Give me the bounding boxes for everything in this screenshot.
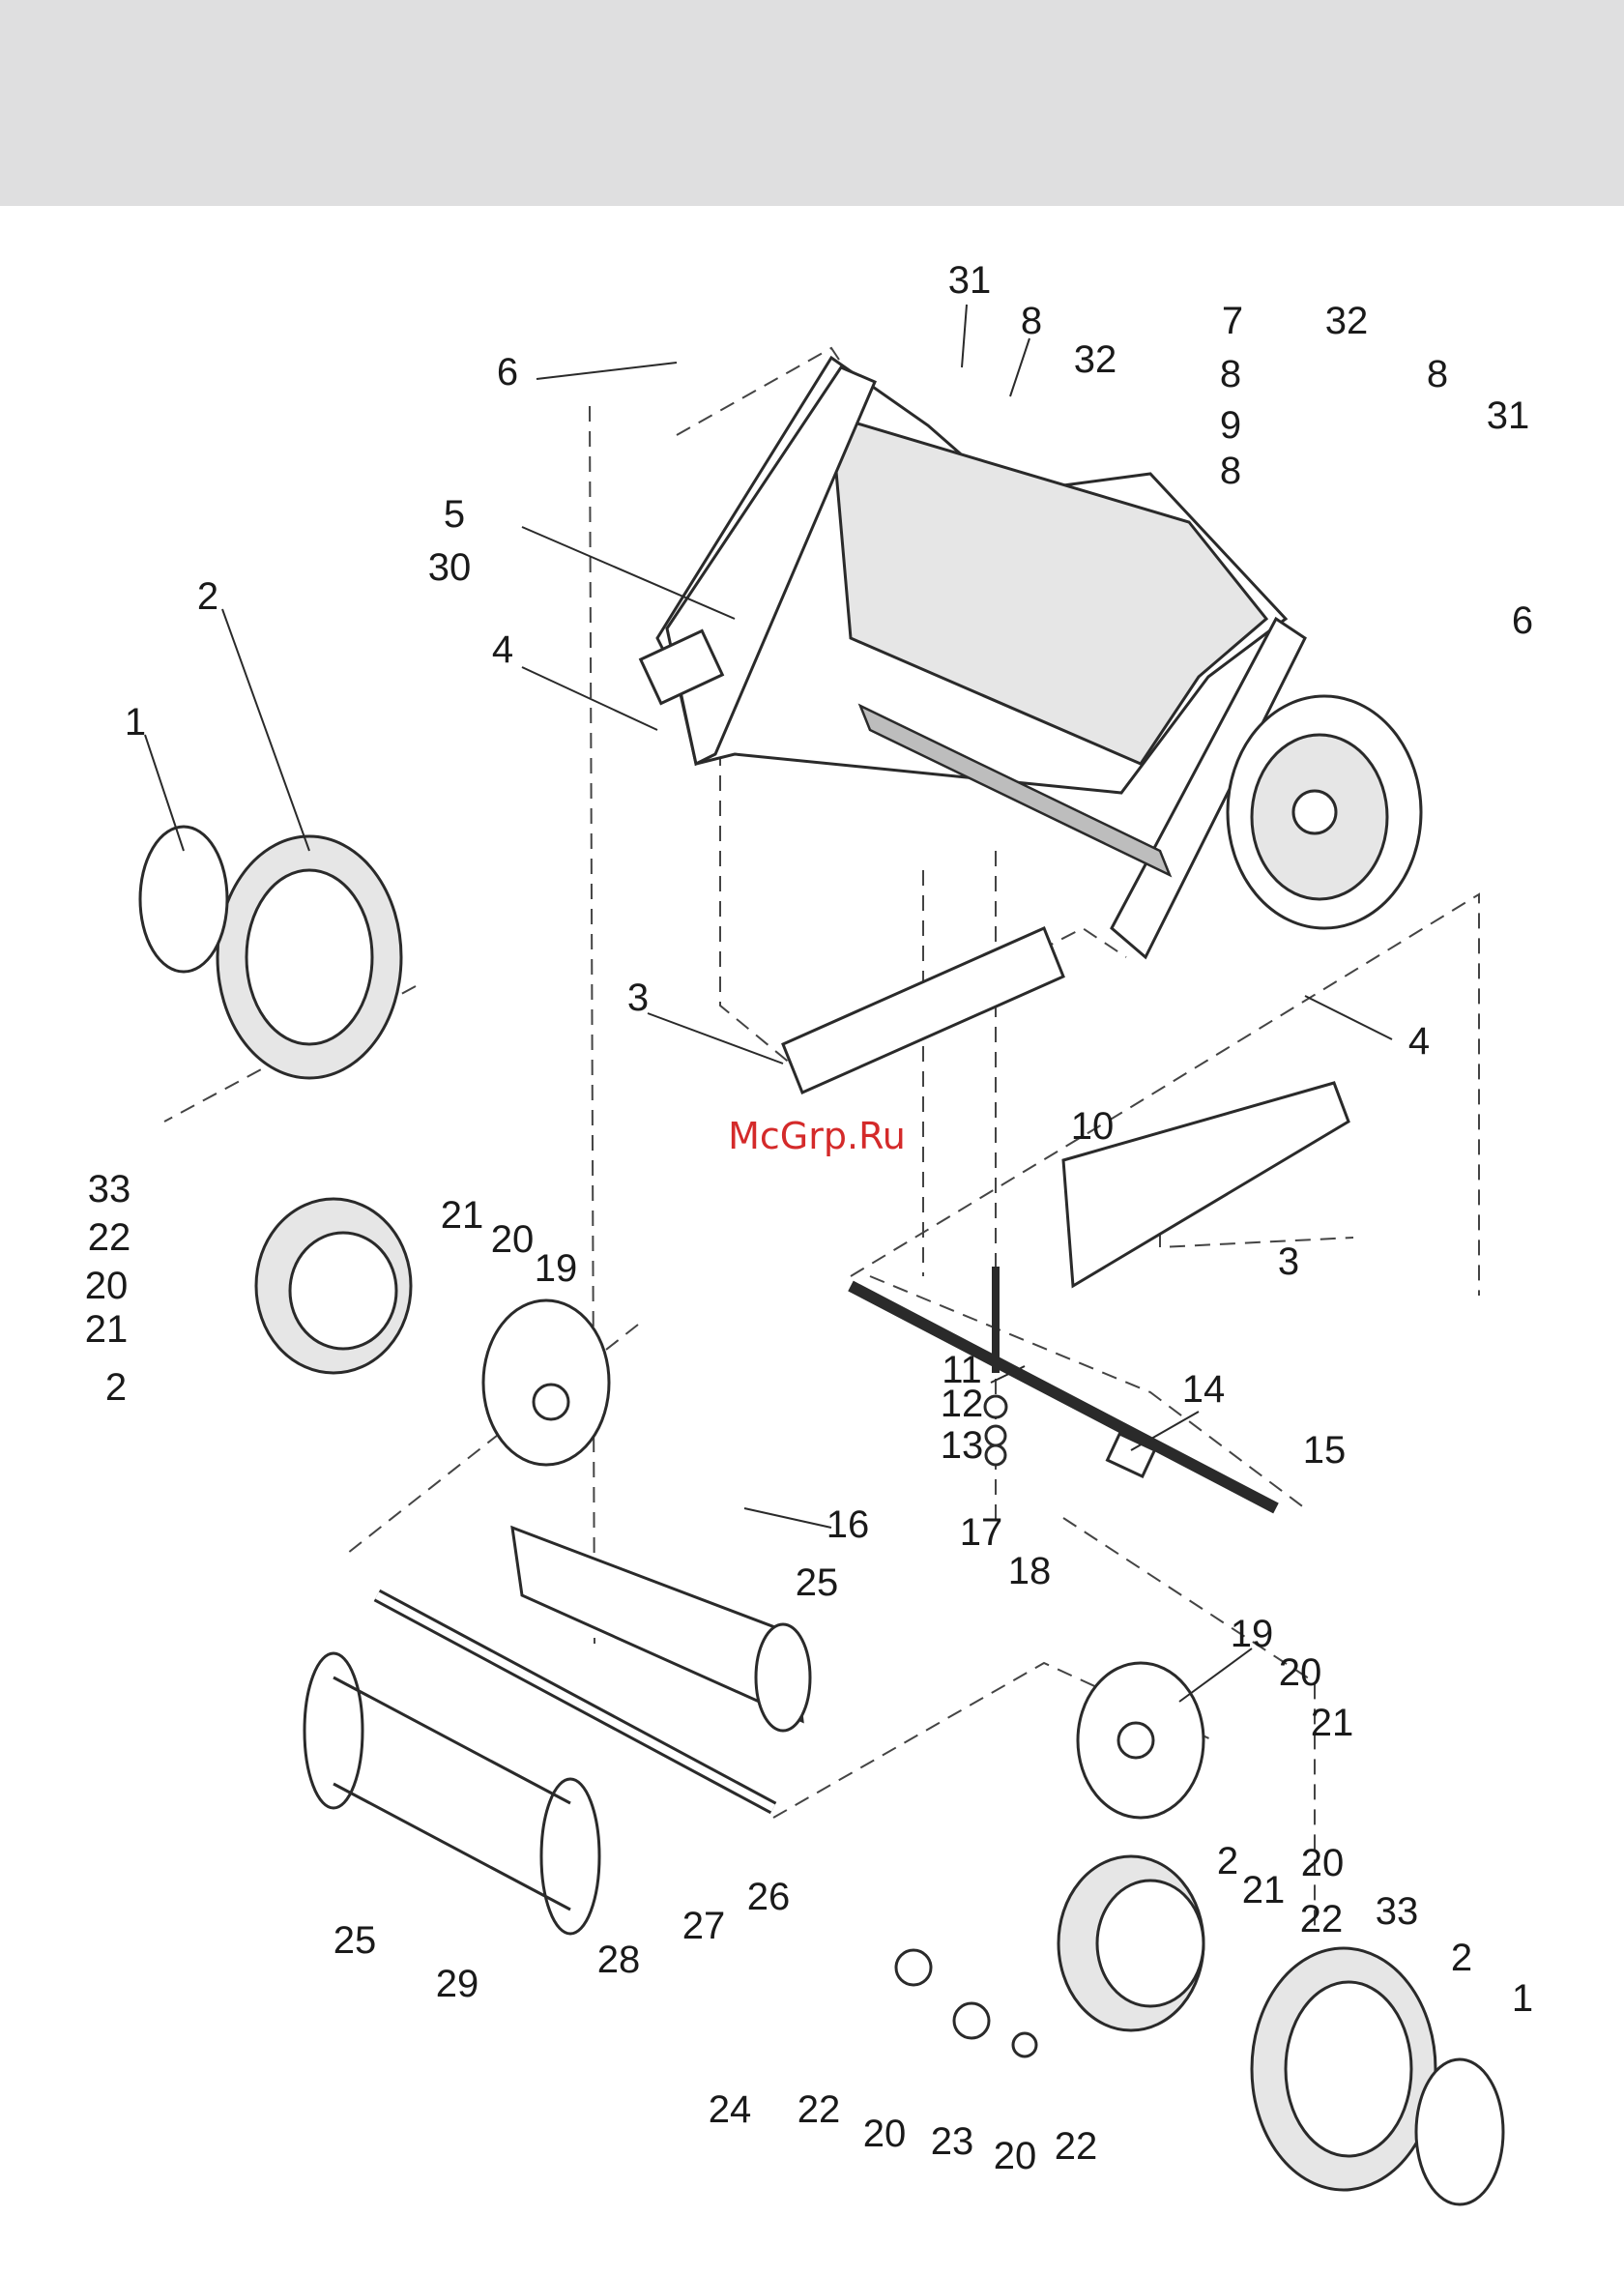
callout-9: 9 (1220, 404, 1241, 447)
callout-8-right: 8 (1427, 353, 1448, 395)
callout-29: 29 (436, 1963, 479, 2005)
callout-20-right-b: 20 (1301, 1842, 1345, 1884)
callout-25-right: 25 (796, 1561, 839, 1604)
callout-24: 24 (709, 2088, 752, 2131)
callout-32-right: 32 (1325, 300, 1369, 342)
callout-25-left: 25 (334, 1919, 377, 1962)
callout-5: 5 (444, 493, 465, 536)
callout-12: 12 (941, 1383, 984, 1425)
callout-20-left: 20 (491, 1218, 535, 1261)
callout-2-left-bottom: 2 (105, 1366, 127, 1409)
callout-31-left: 31 (948, 259, 992, 302)
callout-22-bottom-b: 22 (1055, 2125, 1098, 2168)
callout-27: 27 (682, 1905, 726, 1947)
deflector-plates (783, 928, 1348, 1286)
callout-1-left: 1 (125, 701, 146, 744)
callout-20-bottom-a: 20 (863, 2113, 907, 2155)
left-wheel-assembly (140, 827, 609, 1465)
callout-30: 30 (428, 546, 472, 589)
callout-21-right-b: 21 (1242, 1869, 1286, 1911)
callout-8-mid: 8 (1220, 353, 1241, 395)
callout-3-left: 3 (627, 977, 649, 1019)
callout-22-left: 22 (88, 1216, 131, 1259)
housing-frame (641, 358, 1421, 957)
callout-3-right: 3 (1278, 1240, 1299, 1283)
callout-33-right: 33 (1376, 1890, 1419, 1933)
callout-19-right: 19 (1231, 1613, 1274, 1655)
callout-8-center: 8 (1021, 300, 1042, 342)
callout-20-left-b: 20 (85, 1265, 129, 1307)
callout-21-left-b: 21 (85, 1308, 129, 1351)
callout-4-left: 4 (492, 628, 513, 671)
callout-6-left: 6 (497, 351, 518, 394)
callout-20-bottom-b: 20 (994, 2135, 1037, 2177)
callout-31-right: 31 (1487, 394, 1530, 437)
callout-17: 17 (960, 1511, 1003, 1554)
callout-18: 18 (1008, 1550, 1052, 1592)
callout-1-right: 1 (1512, 1977, 1533, 2020)
callout-14: 14 (1182, 1368, 1226, 1411)
callout-23: 23 (931, 2120, 974, 2163)
callout-26: 26 (747, 1876, 791, 1918)
right-wheel-assembly (896, 1663, 1503, 2204)
callout-6-right: 6 (1512, 599, 1533, 642)
callout-16: 16 (826, 1503, 870, 1546)
callout-21-left: 21 (441, 1194, 484, 1237)
callout-10: 10 (1071, 1105, 1115, 1148)
callout-33-left: 33 (88, 1168, 131, 1210)
callout-21-right: 21 (1311, 1702, 1354, 1744)
callout-2-left-top: 2 (197, 575, 218, 618)
callout-22-bottom-a: 22 (798, 2088, 841, 2131)
callout-20-right: 20 (1279, 1651, 1322, 1694)
brush-roller (304, 1528, 810, 1934)
callout-19-left: 19 (535, 1247, 578, 1290)
callout-15: 15 (1303, 1429, 1347, 1472)
callout-4-right: 4 (1408, 1020, 1430, 1063)
callout-7: 7 (1222, 300, 1243, 342)
callout-2-right: 2 (1451, 1937, 1472, 1979)
callout-2-right-top: 2 (1217, 1840, 1238, 1882)
callout-22-right: 22 (1300, 1898, 1344, 1940)
callout-32-left: 32 (1074, 338, 1117, 381)
callout-28: 28 (597, 1939, 641, 1981)
watermark: McGrp.Ru (728, 1115, 906, 1157)
callout-8-low: 8 (1220, 450, 1241, 492)
callout-13: 13 (941, 1424, 984, 1467)
